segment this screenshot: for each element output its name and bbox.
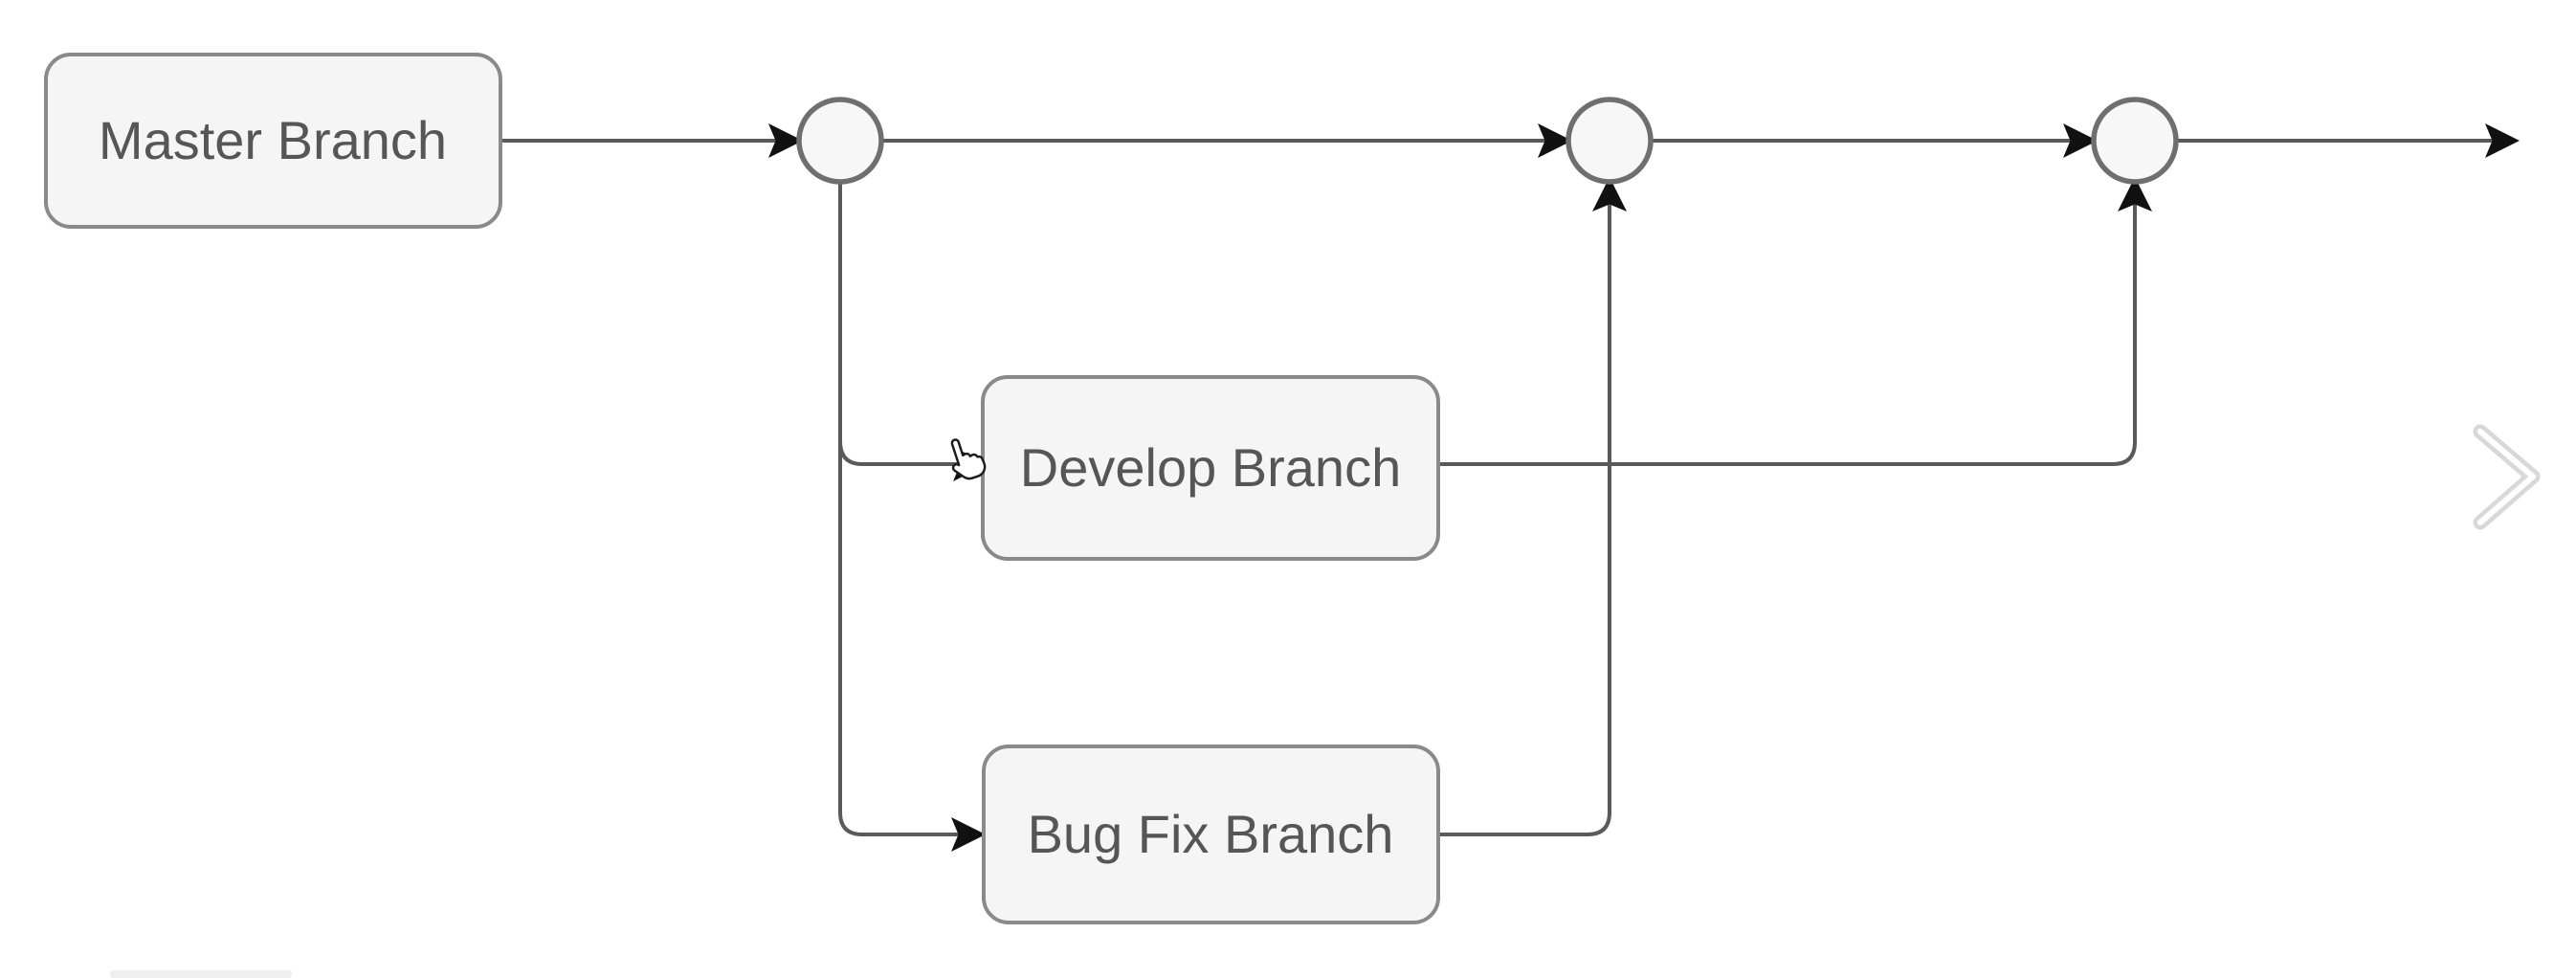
edge-develop-to-commit3 (1438, 177, 2152, 466)
node-develop-branch-label: Develop Branch (1020, 437, 1401, 498)
edge-commit1-to-develop (838, 440, 988, 481)
commit-circle-3[interactable] (2091, 97, 2179, 185)
commit-circle-1[interactable] (796, 97, 884, 185)
node-master-branch-label: Master Branch (99, 110, 447, 170)
node-bug-fix-branch[interactable] (982, 745, 1440, 924)
node-bug-fix-branch-label: Bug Fix Branch (1028, 804, 1394, 864)
edges (500, 123, 2520, 852)
hand-cursor-icon (950, 438, 987, 480)
edge-commit1-to-bugfix (838, 182, 986, 852)
bottom-left-strip (110, 970, 292, 978)
chevron-right-icon[interactable] (2473, 424, 2541, 530)
edge-bugfix-to-commit2 (1438, 177, 1627, 836)
commit-nodes (796, 97, 2179, 185)
node-master-branch[interactable] (44, 53, 502, 229)
commit-circle-2[interactable] (1566, 97, 1654, 185)
branch-nodes: Master Branch Develop Branch Bug Fix Bra… (44, 53, 1440, 924)
